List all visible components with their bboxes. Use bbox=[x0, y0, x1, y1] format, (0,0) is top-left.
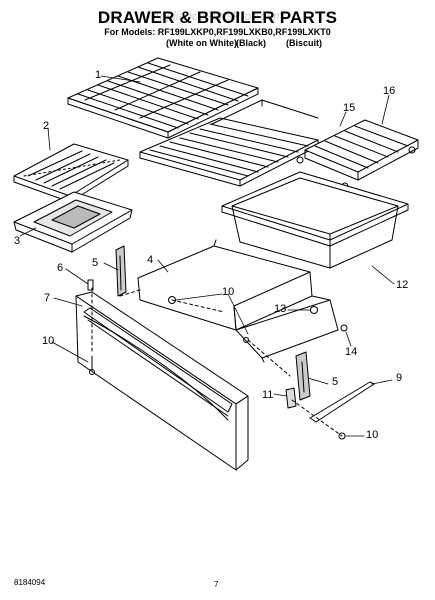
screw-14-drawing bbox=[340, 324, 348, 332]
callout-1: 1 bbox=[95, 69, 102, 81]
page-number: 7 bbox=[214, 580, 219, 589]
page-title: DRAWER & BROILER PARTS bbox=[97, 8, 338, 27]
oven-rack-drawing bbox=[67, 57, 259, 139]
callout-11: 11 bbox=[262, 389, 274, 401]
callout-4: 4 bbox=[147, 254, 154, 266]
callout-12: 12 bbox=[396, 279, 409, 291]
callout-6: 6 bbox=[57, 262, 64, 274]
callout-5-right: 5 bbox=[332, 376, 339, 388]
callout-10-center: 10 bbox=[222, 286, 235, 298]
assembly-lines bbox=[91, 287, 343, 437]
rack-support-drawing bbox=[139, 99, 319, 187]
drawer-front-drawing bbox=[75, 291, 249, 471]
slide-bracket-left-drawing bbox=[115, 245, 127, 297]
callout-16: 16 bbox=[383, 85, 396, 97]
callout-5-left: 5 bbox=[92, 257, 99, 269]
callout-9: 9 bbox=[396, 372, 403, 384]
slide-rail-drawing bbox=[309, 381, 375, 423]
callout-3: 3 bbox=[14, 235, 21, 247]
small-bracket-drawing bbox=[285, 387, 297, 409]
variant-biscuit: (Biscuit) bbox=[286, 38, 322, 48]
callout-13: 13 bbox=[274, 303, 287, 315]
callout-2: 2 bbox=[43, 120, 50, 132]
drawer-pan-drawing bbox=[221, 171, 409, 269]
screw-bottom-left-drawing bbox=[89, 355, 95, 375]
callout-10-bottom: 10 bbox=[366, 429, 379, 441]
models-line: For Models: RF199LXKP0,RF199LXKB0,RF199L… bbox=[104, 27, 331, 37]
callout-15: 15 bbox=[343, 102, 356, 114]
callout-10-left: 10 bbox=[42, 335, 55, 347]
slide-bracket-right-drawing bbox=[295, 351, 311, 401]
variant-white: (White on White) bbox=[166, 38, 237, 48]
leader-lines bbox=[19, 75, 395, 437]
callout-14: 14 bbox=[345, 346, 358, 358]
broiler-insert-drawing bbox=[296, 119, 419, 190]
document-number: 8184094 bbox=[14, 578, 46, 587]
broiler-pan-drawing bbox=[13, 191, 133, 253]
screw-bottom-right-drawing bbox=[338, 432, 346, 440]
site-watermark: AppliancePartsPros.com bbox=[151, 9, 284, 23]
callout-7: 7 bbox=[44, 292, 51, 304]
clip-drawing bbox=[87, 279, 94, 291]
variant-black: (Black) bbox=[236, 38, 267, 48]
